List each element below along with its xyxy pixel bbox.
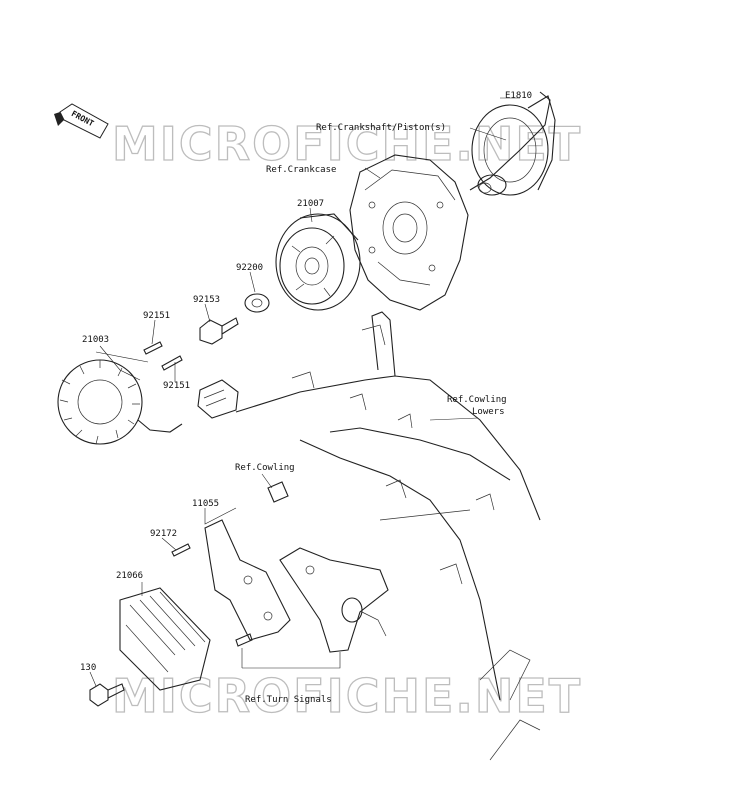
connector-drawing [197,379,239,419]
turn-signal-bracket-drawing [279,547,389,653]
ref-turn-signals-label: Ref.Turn Signals [245,695,332,705]
crankcase-drawing [349,154,469,311]
ref-cowling-label: Ref.Cowling [235,463,295,473]
part-21007-label: 21007 [297,199,324,209]
diagram-code: E1810 [505,91,532,101]
crankshaft-drawing [469,91,556,196]
washer-drawing [244,293,270,313]
stator-drawing [57,359,183,445]
part-11055-label: 11055 [192,499,219,509]
ref-crankcase-label: Ref.Crankcase [266,165,336,175]
part-92151-a-label: 92151 [143,311,170,321]
bolt-92151-a-drawing [143,341,163,355]
rotor-drawing [275,213,361,311]
clip-drawing [267,481,289,503]
watermark-bottom: MICROFICHE.NET [112,669,582,723]
ref-cowling-lowers-label-2: Lowers [472,407,505,417]
bolt-130-drawing [89,683,125,707]
part-21066-label: 21066 [116,571,143,581]
bolt-92153-drawing [199,317,239,345]
bolt-92151-b-drawing [161,355,183,371]
front-arrow-icon: FRONT [54,103,109,139]
turn-signal-screw-drawing [235,633,253,647]
part-130-label: 130 [80,663,96,673]
part-21003-label: 21003 [82,335,109,345]
bracket-11055-drawing [204,519,291,641]
part-92172-label: 92172 [150,529,177,539]
ref-crankshaft-label: Ref.Crankshaft/Piston(s) [316,123,446,133]
leader-lines [89,127,507,687]
screw-92172-drawing [171,543,191,557]
cowling-lowers-drawing [235,311,541,761]
part-92200-label: 92200 [236,263,263,273]
regulator-drawing [119,587,211,691]
part-92153-label: 92153 [193,295,220,305]
part-92151-b-label: 92151 [163,381,190,391]
watermark-top: MICROFICHE.NET [112,117,582,171]
ref-cowling-lowers-label-1: Ref.Cowling [447,395,507,405]
